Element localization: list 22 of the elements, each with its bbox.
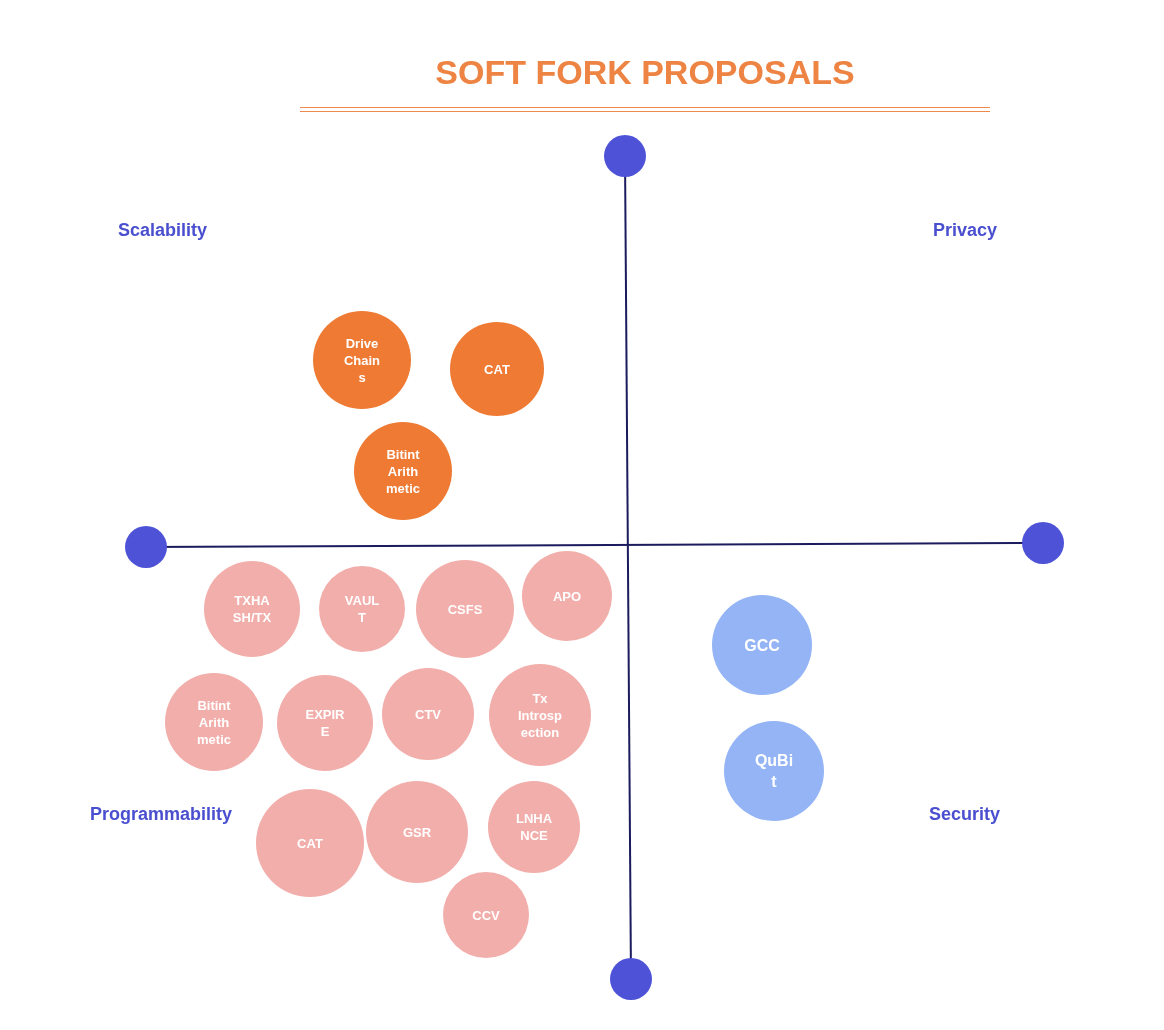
- proposal-name: CAT: [296, 834, 324, 852]
- quadrant-label: Scalability: [118, 219, 208, 241]
- proposal-name: Bitint Arithmetic: [196, 696, 232, 748]
- proposal-name: CSFS: [446, 600, 484, 618]
- proposal-name: Bitint Arithmetic: [385, 445, 421, 497]
- proposal-name: CAT: [483, 360, 511, 378]
- proposal-name: CTV: [414, 705, 442, 723]
- proposal-name: TXHASH/TX: [232, 592, 272, 626]
- proposal-name: VAULT: [343, 592, 381, 626]
- proposal-name: EXPIRE: [304, 706, 346, 740]
- proposal-name: GSR: [401, 823, 433, 841]
- proposal-name: QuBit: [753, 751, 795, 792]
- quadrant-label: Programmability: [90, 803, 233, 825]
- diagram-title: SOFT FORK PROPOSALS: [434, 52, 856, 92]
- proposal-name: GCC: [743, 635, 781, 656]
- proposal-name: APO: [551, 587, 583, 605]
- quadrant-label: Privacy: [933, 219, 998, 241]
- proposal-name: Tx Introspection: [516, 689, 564, 741]
- proposal-name: LNHANCE: [514, 810, 554, 844]
- quadrant-label: Security: [929, 803, 1001, 825]
- proposal-name: Drive Chains: [342, 334, 382, 386]
- proposal-name: CCV: [471, 906, 501, 924]
